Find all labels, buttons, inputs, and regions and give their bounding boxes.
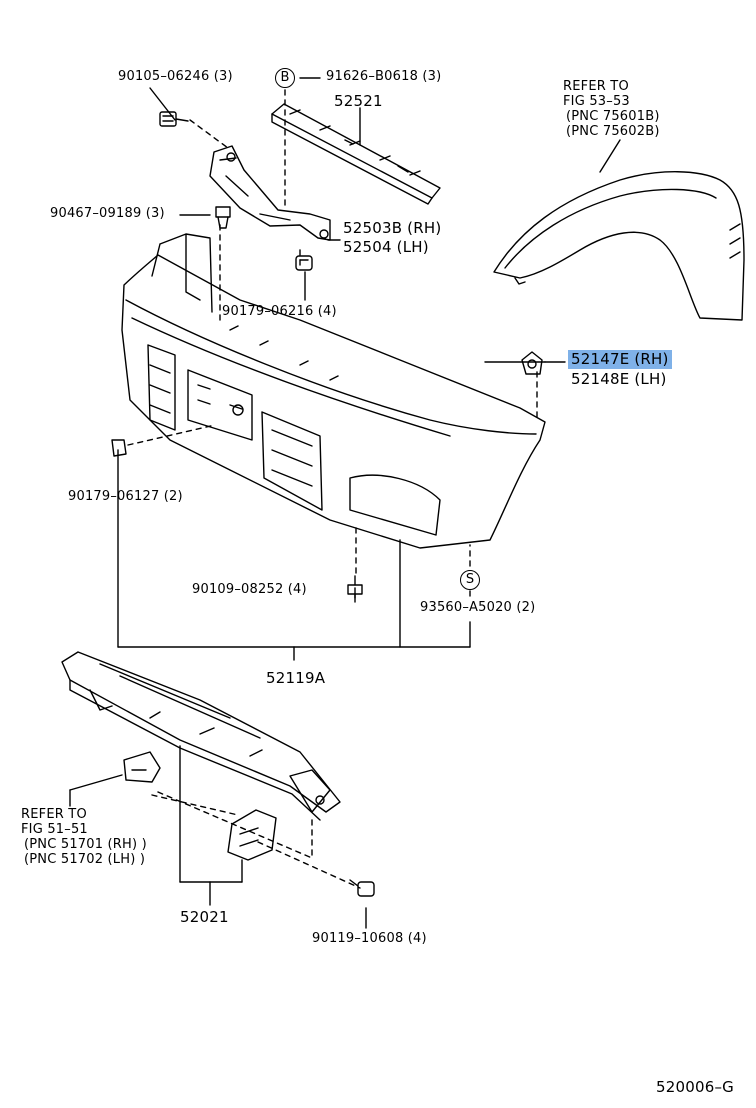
label-90109: 90109–08252 (4)	[192, 582, 307, 597]
label-52148e: 52148E (LH)	[571, 370, 667, 388]
refer-fender-line3: (PNC 75601B)	[566, 109, 660, 124]
label-90467: 90467–09189 (3)	[50, 206, 165, 221]
label-52503b: 52503B (RH)	[343, 219, 442, 237]
refer-bracket-line1: REFER TO	[21, 807, 87, 822]
refer-fender-line1: REFER TO	[563, 79, 629, 94]
refer-bracket-line3: (PNC 51701 (RH) )	[24, 837, 147, 852]
label-52119a: 52119A	[266, 669, 326, 687]
symbol-b: B	[275, 68, 295, 88]
bumper-cover	[121, 233, 546, 549]
retainer-52521	[271, 103, 441, 205]
bracket-51-51	[123, 751, 161, 783]
support-52503b	[209, 145, 331, 241]
screw-90109	[347, 575, 363, 603]
label-90119: 90119–10608 (4)	[312, 931, 427, 946]
fender	[493, 171, 745, 321]
label-90105: 90105–06246 (3)	[118, 69, 233, 84]
clip-52147e	[521, 351, 543, 375]
label-91626: 91626–B0618 (3)	[326, 69, 442, 84]
label-52504: 52504 (LH)	[343, 238, 429, 256]
label-52521: 52521	[334, 92, 383, 110]
label-52021: 52021	[180, 908, 229, 926]
refer-bracket-line2: FIG 51–51	[21, 822, 88, 837]
bolt-90119	[349, 879, 375, 897]
nut-90179-06216	[295, 255, 313, 271]
clip-90179-06127	[111, 439, 127, 457]
label-52147e-highlighted[interactable]: 52147E (RH)	[568, 350, 672, 369]
bolt-90105	[159, 111, 189, 127]
figure-code: 520006–G	[656, 1078, 734, 1096]
bracket-52021	[227, 809, 277, 861]
clip-90467	[215, 206, 231, 229]
label-90179-06127: 90179–06127 (2)	[68, 489, 183, 504]
dashed-guides	[127, 89, 538, 889]
symbol-s: S	[460, 570, 480, 590]
reinforcement-52021	[61, 651, 341, 821]
refer-fender-line2: FIG 53–53	[563, 94, 630, 109]
refer-fender-line4: (PNC 75602B)	[566, 124, 660, 139]
label-90179-06216: 90179–06216 (4)	[222, 304, 337, 319]
leader-lines	[69, 77, 621, 929]
refer-bracket-line4: (PNC 51702 (LH) )	[24, 852, 146, 867]
label-93560: 93560–A5020 (2)	[420, 600, 536, 615]
